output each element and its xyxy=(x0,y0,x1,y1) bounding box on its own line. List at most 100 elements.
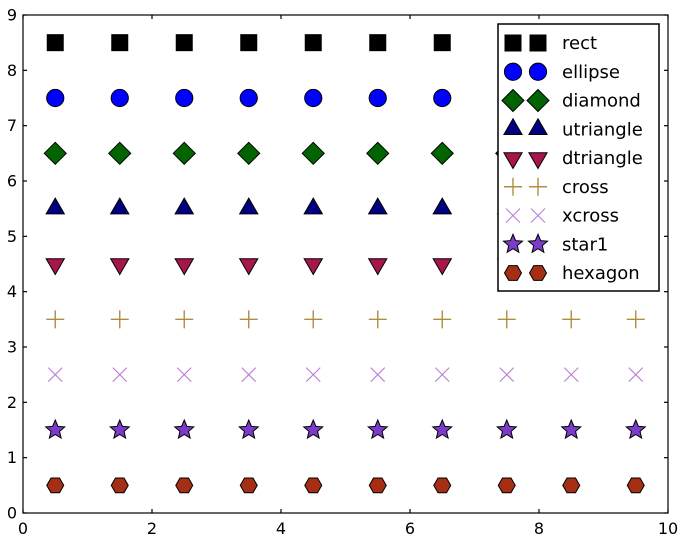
legend-label-utriangle: utriangle xyxy=(562,119,643,140)
series-star1 xyxy=(44,418,647,440)
marker-dtriangle xyxy=(367,258,388,276)
marker-ellipse xyxy=(304,88,323,108)
marker-ellipse xyxy=(239,88,258,108)
legend-marker-cross xyxy=(529,177,547,196)
y-tick-label: 0 xyxy=(7,504,17,523)
marker-ellipse xyxy=(368,88,387,108)
x-tick-label: 10 xyxy=(658,519,678,538)
legend-marker-xcross xyxy=(530,208,546,223)
marker-hexagon xyxy=(304,477,323,494)
legend-marker-hexagon xyxy=(528,265,548,281)
legend-label-diamond: diamond xyxy=(562,91,641,112)
marker-star1 xyxy=(625,418,647,440)
legend-marker-utriangle xyxy=(528,117,548,135)
marker-utriangle xyxy=(303,197,324,215)
legend-entry-utriangle: utriangle xyxy=(503,117,643,140)
marker-hexagon xyxy=(562,477,581,494)
legend-label-xcross: xcross xyxy=(562,206,619,227)
marker-diamond xyxy=(430,141,454,166)
marker-star1 xyxy=(238,418,260,440)
marker-star1 xyxy=(367,418,389,440)
marker-xcross xyxy=(370,367,386,383)
legend-marker-dtriangle xyxy=(528,152,548,170)
marker-utriangle xyxy=(238,197,259,215)
marker-star1 xyxy=(496,418,518,440)
marker-xcross xyxy=(241,367,257,383)
y-tick-label: 7 xyxy=(7,116,17,135)
y-tick-label: 2 xyxy=(7,393,17,412)
legend-entry-hexagon: hexagon xyxy=(503,263,640,284)
marker-dtriangle xyxy=(174,258,195,276)
marker-cross xyxy=(46,310,65,329)
legend-label-dtriangle: dtriangle xyxy=(562,148,643,169)
marker-hexagon xyxy=(239,477,258,494)
marker-cross xyxy=(304,310,323,329)
legend-entry-diamond: diamond xyxy=(501,88,641,113)
marker-diamond xyxy=(301,141,325,166)
legend-label-rect: rect xyxy=(562,33,597,54)
legend-marker-dtriangle xyxy=(503,152,523,170)
legend-entry-cross: cross xyxy=(504,177,609,198)
marker-xcross xyxy=(628,367,644,383)
legend-entry-dtriangle: dtriangle xyxy=(503,148,643,170)
legend-marker-utriangle xyxy=(503,117,523,135)
series-cross xyxy=(46,310,645,329)
marker-rect xyxy=(175,34,193,52)
y-tick-label: 5 xyxy=(7,227,17,246)
legend-label-star1: star1 xyxy=(562,234,608,255)
marker-xcross xyxy=(176,367,192,383)
marker-hexagon xyxy=(497,477,516,494)
legend-entry-xcross: xcross xyxy=(505,206,619,227)
marker-utriangle xyxy=(174,197,195,215)
marker-dtriangle xyxy=(109,258,130,276)
y-tick-label: 9 xyxy=(7,6,17,25)
x-tick-label: 0 xyxy=(18,519,28,538)
legend-marker-xcross xyxy=(505,208,521,223)
legend-marker-ellipse xyxy=(528,62,548,81)
marker-xcross xyxy=(499,367,515,383)
marker-hexagon xyxy=(175,477,194,494)
marker-cross xyxy=(175,310,194,329)
legend-box xyxy=(497,23,660,292)
marker-xcross xyxy=(305,367,321,383)
marker-cross xyxy=(626,310,645,329)
legend-label-cross: cross xyxy=(562,177,609,198)
legend-marker-diamond xyxy=(501,88,525,113)
marker-xcross xyxy=(563,367,579,383)
marker-rect xyxy=(369,34,387,52)
marker-xcross xyxy=(434,367,450,383)
legend-entry-star1: star1 xyxy=(502,232,608,255)
marker-ellipse xyxy=(46,88,65,108)
plot-frame xyxy=(22,14,669,514)
legend: rect ellipse diamond utriangle dtriangle cros… xyxy=(497,23,660,292)
y-tick-label: 6 xyxy=(7,172,17,191)
y-tick-label: 3 xyxy=(7,338,17,357)
marker-rect xyxy=(433,34,451,52)
marker-star1 xyxy=(302,418,324,440)
legend-entry-rect: rect xyxy=(504,33,597,54)
series-hexagon xyxy=(46,477,645,494)
marker-dtriangle xyxy=(303,258,324,276)
y-tick-label: 4 xyxy=(7,282,17,301)
legend-label-ellipse: ellipse xyxy=(562,62,620,83)
marker-ellipse xyxy=(110,88,129,108)
marker-diamond xyxy=(108,141,132,166)
legend-marker-ellipse xyxy=(503,62,523,81)
marker-rect xyxy=(304,34,322,52)
marker-utriangle xyxy=(367,197,388,215)
marker-cross xyxy=(497,310,516,329)
marker-dtriangle xyxy=(45,258,66,276)
marker-xcross xyxy=(112,367,128,383)
legend-entry-ellipse: ellipse xyxy=(503,62,620,83)
marker-diamond xyxy=(366,141,390,166)
marker-diamond xyxy=(43,141,67,166)
x-tick-label: 4 xyxy=(276,519,286,538)
series-dtriangle xyxy=(45,258,646,276)
legend-marker-star1 xyxy=(502,232,524,254)
legend-label-hexagon: hexagon xyxy=(562,263,640,284)
marker-xcross xyxy=(47,367,63,383)
legend-marker-diamond xyxy=(526,88,550,113)
marker-rect xyxy=(240,34,258,52)
